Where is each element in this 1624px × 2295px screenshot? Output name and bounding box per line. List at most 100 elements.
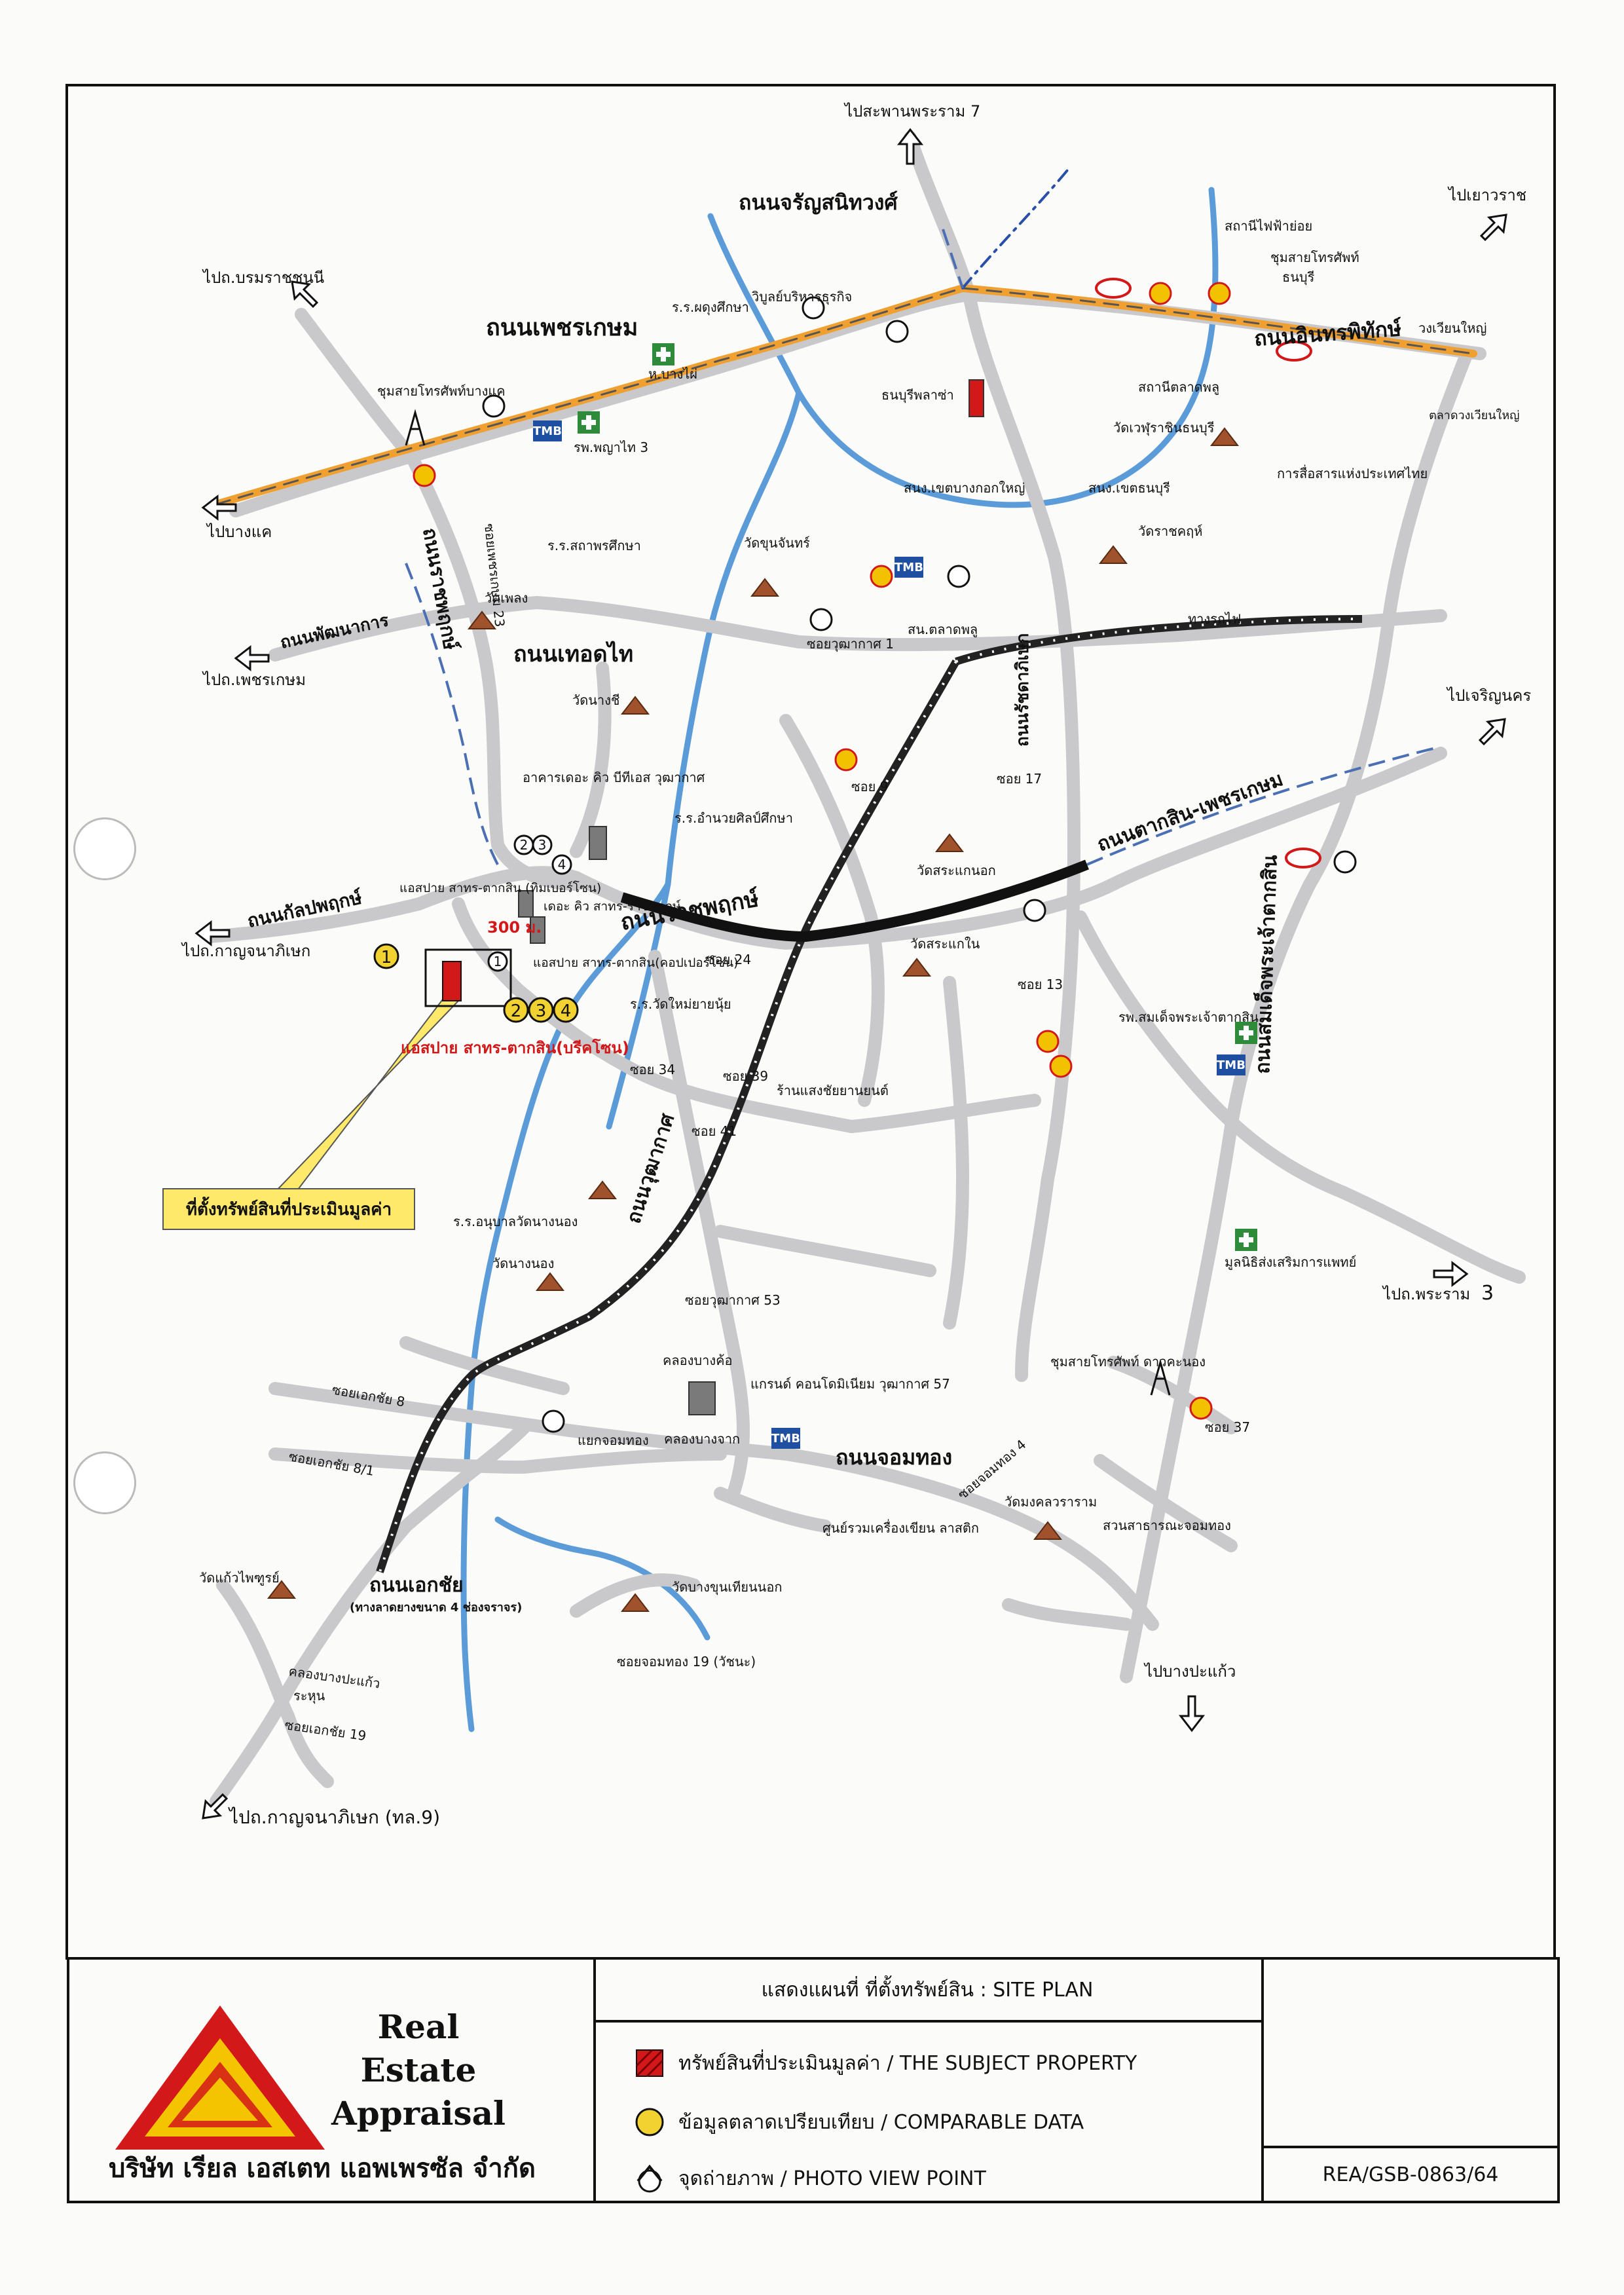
photo-viewpoint-3 bbox=[532, 834, 553, 855]
legend-panel: Real Estate Appraisal บริษัท เรียล เอสเต… bbox=[67, 1957, 1560, 2203]
comparable-markers: 1 2 3 4 bbox=[373, 943, 579, 1023]
arrow-right-icon bbox=[1433, 1260, 1469, 1288]
logo-line: Estate bbox=[360, 2051, 477, 2089]
subject-label: แอสปาย สาทร-ตากสิน(บรีคโซน) bbox=[401, 1038, 629, 1057]
comparable-marker-3 bbox=[528, 997, 554, 1023]
telecom-tower-icon bbox=[405, 409, 426, 446]
place-label: ระหุน bbox=[293, 1688, 325, 1704]
bank-icon bbox=[533, 420, 562, 441]
building-icon bbox=[688, 1381, 716, 1415]
shell-icon bbox=[1189, 1396, 1213, 1420]
ratchaphruek-road bbox=[620, 859, 1089, 942]
road-network bbox=[203, 131, 1526, 1808]
building-icon bbox=[530, 916, 545, 944]
photo-viewpoint-4-label: 4 bbox=[558, 857, 566, 872]
place-label: ศูนย์รวมเครื่องเขียน ลาสติก bbox=[822, 1519, 979, 1537]
temple-icon bbox=[620, 696, 650, 715]
direction-label-number: 3 bbox=[1481, 1282, 1494, 1305]
metro-icons bbox=[482, 296, 1357, 1433]
place-label: ซอยวุฒากาศ 1 bbox=[807, 636, 894, 652]
place-label: สนง.เขตธนบุรี bbox=[1088, 480, 1170, 496]
railway bbox=[376, 615, 1363, 1573]
bank-markers bbox=[533, 420, 1246, 1449]
comparable-marker-1 bbox=[373, 943, 399, 969]
place-label: รพ.พญาไท 3 bbox=[574, 439, 648, 455]
orange-highways bbox=[212, 169, 1477, 508]
subject-site-outline bbox=[424, 948, 512, 1007]
place-label: อาคารเดอะ คิว บีทีเอส วุฒากาศ bbox=[523, 770, 705, 786]
place-label: แกรนด์ คอนโดมิเนียม วุฒากาศ 57 bbox=[750, 1376, 950, 1392]
punch-hole bbox=[73, 817, 136, 880]
building-icon bbox=[589, 826, 607, 860]
road-label: ถนนจอมทอง bbox=[836, 1445, 952, 1470]
arrow-left-icon bbox=[201, 494, 237, 521]
place-label: คลองบางจาก bbox=[664, 1431, 740, 1447]
direction-label: ไปถ.กาญจนาภิเษก (ทล.9) bbox=[228, 1806, 440, 1828]
bank-label: TMB bbox=[1217, 1058, 1246, 1072]
place-label: แยกจอมทอง bbox=[578, 1432, 649, 1448]
place-label: ซอย 39 bbox=[723, 1068, 768, 1084]
photo-viewpoint-1 bbox=[487, 951, 508, 972]
place-label: วัดสระแกใน bbox=[910, 936, 980, 952]
place-label: ซอย 17 bbox=[997, 771, 1042, 787]
place-label: วัดแก้วไพฑูรย์ bbox=[199, 1570, 280, 1586]
place-label: ซอย 24 bbox=[706, 952, 751, 967]
esso-icon bbox=[1276, 341, 1312, 362]
arrow-up-left-icon bbox=[291, 280, 319, 308]
legend-subject-row: ทรัพย์สินที่ประเมินมูลค่า / THE SUBJECT … bbox=[633, 2043, 1137, 2083]
metro-icon bbox=[947, 565, 970, 588]
reference-code: REA/GSB-0863/64 bbox=[1264, 2146, 1557, 2201]
callout-pointer bbox=[273, 993, 461, 1193]
arrow-up-right-icon bbox=[1479, 214, 1507, 242]
place-label: สถานีไฟฟ้าย่อย bbox=[1225, 218, 1312, 234]
place-label: สน.ตลาดพลู bbox=[908, 622, 978, 638]
legend-subject-label: ทรัพย์สินที่ประเมินมูลค่า / THE SUBJECT … bbox=[678, 2051, 1137, 2075]
shell-icon bbox=[413, 464, 436, 487]
place-label: วัดขุนจันทร์ bbox=[744, 535, 810, 551]
place-label: วัดราชคฤห์ bbox=[1138, 523, 1202, 539]
telecom-tower-icon bbox=[1150, 1358, 1171, 1396]
place-label: วัดนางนอง bbox=[492, 1256, 554, 1271]
comparable-marker-1-label: 1 bbox=[381, 948, 392, 967]
legend-comparable-label: ข้อมูลตลาดเปรียบเทียบ / COMPARABLE DATA bbox=[678, 2110, 1084, 2134]
temple-icon bbox=[587, 1180, 618, 1199]
fuel-station-icons bbox=[413, 282, 1231, 1420]
shell-icon bbox=[1049, 1054, 1073, 1078]
place-label: ซอยวุฒากาศ 53 bbox=[685, 1292, 781, 1309]
shell-icon bbox=[1149, 282, 1172, 305]
road-label: ถนนวุฒากาศ bbox=[622, 1110, 680, 1227]
temple-icon bbox=[467, 610, 497, 629]
place-label: ร.ร.ผดุงศึกษา bbox=[672, 299, 749, 316]
place-label: ห.บางไผ่ bbox=[648, 366, 697, 382]
temple-icon bbox=[1209, 427, 1240, 446]
metro-icon bbox=[885, 320, 909, 343]
road-label: ถนนสมเด็จพระเจ้าตากสิน bbox=[1250, 854, 1282, 1074]
road-label: ถนนตากสิน-เพชรเกษม bbox=[1094, 768, 1286, 856]
bank-icon bbox=[895, 557, 923, 578]
bank-label: TMB bbox=[895, 561, 923, 574]
place-label: ร.ร.อำนวยศิลป์ศึกษา bbox=[674, 810, 793, 826]
road-label: ถนนจรัญสนิทวงศ์ bbox=[739, 190, 898, 215]
arrow-left-icon bbox=[234, 644, 270, 672]
place-label: วงเวียนใหญ่ bbox=[1418, 320, 1486, 336]
place-label: เดอะ คิว สาทร-ราชพฤกษ์ bbox=[544, 899, 681, 914]
direction-label: ไปเยาวราช bbox=[1447, 186, 1526, 204]
place-label: วัดบางขุนเทียนนอก bbox=[672, 1579, 782, 1595]
distance-label: 300 ม. bbox=[487, 918, 542, 937]
direction-label: ไปถ.บรมราชชนนี bbox=[202, 269, 324, 287]
direction-label: ไปถ.พระราม bbox=[1382, 1285, 1470, 1303]
place-label: ซอย 13 bbox=[1018, 977, 1063, 992]
place-label: มูลนิธิส่งเสริมการแพทย์ bbox=[1225, 1254, 1356, 1271]
place-label: ทางรถไฟ bbox=[1188, 611, 1241, 627]
direction-arrows bbox=[194, 128, 1507, 1819]
logo-line: Real bbox=[377, 2007, 460, 2046]
building-icons bbox=[518, 379, 984, 1415]
esso-icon bbox=[1095, 278, 1132, 299]
photo-viewpoint-4 bbox=[551, 854, 572, 875]
arrow-down-icon bbox=[1178, 1695, 1206, 1732]
place-label: รพ.สมเด็จพระเจ้าตากสิน bbox=[1118, 1009, 1259, 1025]
building-icon bbox=[518, 890, 534, 918]
place-label: สวนสาธารณะจอมทอง bbox=[1103, 1518, 1231, 1533]
place-label: วัดสระแกนอก bbox=[917, 863, 996, 878]
